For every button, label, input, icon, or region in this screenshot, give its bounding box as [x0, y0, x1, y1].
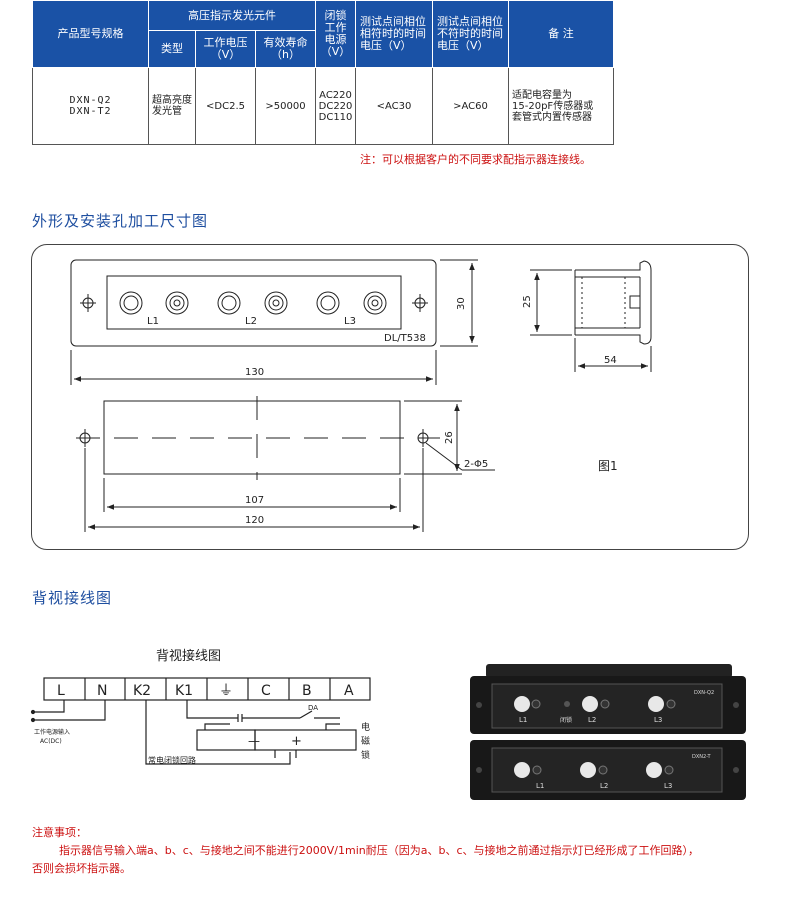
terminal-k1: K1	[175, 683, 193, 699]
section-title-dimensions: 外形及安装孔加工尺寸图	[32, 212, 209, 230]
cell-mismatch: >AC60	[432, 67, 510, 145]
dimension-drawing-frame	[31, 244, 749, 550]
photo-lock-label: 闭锁	[560, 716, 572, 724]
section-title-wiring: 背视接线图	[32, 589, 113, 607]
ground-icon: ⏚	[219, 683, 233, 699]
terminal-l: L	[57, 683, 65, 699]
dim-107: 107	[245, 495, 264, 506]
notice-line-2: 否则会损坏指示器。	[32, 862, 131, 875]
cell-life: >50000	[254, 67, 317, 145]
header-remark: 备 注	[508, 0, 615, 68]
header-type: 类型	[148, 30, 196, 68]
notice-title: 注意事项：	[32, 826, 87, 839]
dim-30: 30	[456, 297, 467, 310]
hole-spec: 2-Φ5	[464, 459, 488, 470]
cell-type: 超高亮度发光管	[148, 67, 196, 145]
drawing-label-l1: L1	[147, 316, 159, 327]
drawing-label-l2: L2	[245, 316, 257, 327]
photo-top-l1: L1	[519, 716, 527, 724]
header-mismatch-voltage: 测试点间相位不符时的时间电压（V）	[432, 0, 510, 68]
dim-130: 130	[245, 367, 264, 378]
notice: 注意事项： 指示器信号输入端a、b、c、与接地之间不能进行2000V/1min耐…	[32, 824, 772, 878]
terminal-k2: K2	[133, 683, 151, 699]
photo-bottom-l1: L1	[536, 782, 544, 790]
header-lock-power: 闭锁工作 电源（V）	[315, 0, 357, 68]
wiring-diagram: 背视接线图 L N K2 K1 ⏚ C B A 工作电源输入 AC(DC) 常电…	[30, 648, 371, 765]
terminal-n: N	[97, 683, 107, 699]
header-match-voltage: 测试点间相位相符时的时间电压（V）	[355, 0, 434, 68]
notice-line-1: 指示器信号输入端a、b、c、与接地之间不能进行2000V/1min耐压（因为a、…	[59, 844, 700, 857]
header-life: 有效寿命（h）	[254, 30, 317, 68]
wiring-lock-label-1: 电	[361, 721, 370, 733]
terminal-a: A	[344, 683, 354, 699]
figure-label: 图1	[598, 459, 618, 473]
product-photo: DXN-Q2 L1 闭锁 L2 L3 DXN2-T L1 L2 L3	[470, 664, 746, 800]
photo-bottom-l3: L3	[664, 782, 672, 790]
dim-25: 25	[522, 295, 533, 308]
cell-voltage: <DC2.5	[195, 67, 256, 145]
wiring-plus: +	[291, 734, 302, 749]
drawing-model-code: DL/T538	[384, 333, 426, 344]
header-model: 产品型号规格	[32, 0, 149, 68]
photo-model-bottom: DXN2-T	[692, 754, 712, 760]
wiring-minus: —	[248, 734, 260, 748]
wiring-da-label: DA	[308, 704, 318, 712]
wiring-contact-label: 常电闭锁回路	[148, 755, 196, 765]
dim-54: 54	[604, 355, 617, 366]
photo-top-l2: L2	[588, 716, 596, 724]
header-voltage: 工作电压（V）	[195, 30, 256, 68]
photo-top-l3: L3	[654, 716, 662, 724]
table-note: 注：可以根据客户的不同要求配指示器连接线。	[360, 153, 591, 166]
photo-bottom-l2: L2	[600, 782, 608, 790]
wiring-input-label-1: 工作电源输入	[34, 728, 70, 736]
wiring-input-label-2: AC(DC)	[40, 738, 62, 745]
drawing-label-l3: L3	[344, 316, 356, 327]
wiring-lock-label-3: 锁	[361, 749, 370, 761]
dim-120: 120	[245, 515, 264, 526]
terminal-b: B	[302, 683, 312, 699]
spec-table: 产品型号规格 高压指示发光元件 闭锁工作 电源（V） 测试点间相位相符时的时间电…	[32, 0, 615, 145]
wiring-lock-label-2: 磁	[361, 735, 370, 747]
header-hv-group: 高压指示发光元件	[147, 0, 317, 31]
photo-model-top: DXN-Q2	[694, 690, 714, 696]
dim-26: 26	[444, 431, 455, 444]
cell-match: <AC30	[355, 67, 434, 145]
dimension-drawing: L1 L2 L3 DL/T538 130 30 25 54 26 2-Φ5 10…	[70, 259, 652, 532]
terminal-c: C	[261, 683, 271, 699]
wiring-title: 背视接线图	[156, 648, 221, 664]
